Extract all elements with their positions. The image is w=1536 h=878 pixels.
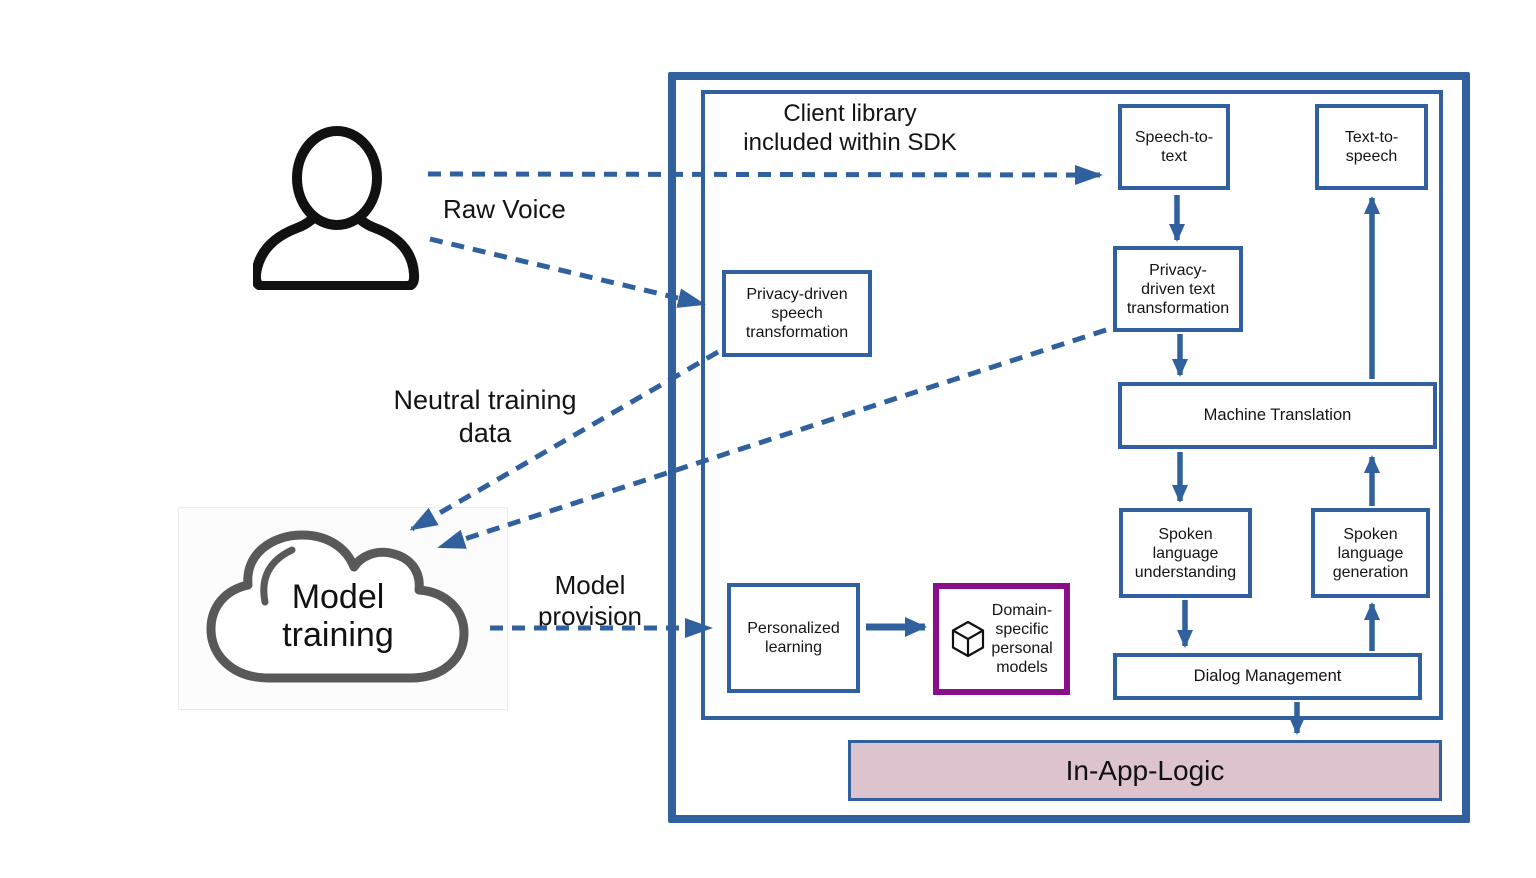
person-head xyxy=(292,126,382,230)
node-spoken-language-generation: Spoken language generation xyxy=(1311,508,1430,598)
client-library-label: Client library included within SDK xyxy=(743,100,957,156)
node-in-app-logic: In-App-Logic xyxy=(848,740,1442,801)
node-in-app-logic-label: In-App-Logic xyxy=(1065,755,1225,786)
cloud-icon xyxy=(206,530,469,683)
node-speech-to-text: Speech-to- text xyxy=(1118,104,1230,190)
node-text-to-speech-label: Text-to- speech xyxy=(1344,129,1399,165)
node-privacy-text-transformation: Privacy- driven text transformation xyxy=(1113,246,1243,332)
node-spoken-language-understanding: Spoken language understanding xyxy=(1119,508,1252,598)
node-privacy-text-transformation-label: Privacy- driven text transformation xyxy=(1126,261,1230,317)
node-spoken-language-understanding-label: Spoken language understanding xyxy=(1134,525,1237,581)
node-dialog-management: Dialog Management xyxy=(1113,653,1422,700)
cloud-highlight-arc xyxy=(260,546,296,606)
cube-icon xyxy=(952,620,985,658)
node-domain-specific-personal-models: Domain- specific personal models xyxy=(933,583,1070,695)
node-personalized-learning: Personalized learning xyxy=(727,583,860,693)
node-privacy-speech-transformation: Privacy-driven speech transformation xyxy=(722,270,872,357)
node-machine-translation: Machine Translation xyxy=(1118,382,1437,449)
cloud-outline xyxy=(206,530,469,683)
node-text-to-speech: Text-to- speech xyxy=(1315,104,1428,190)
node-domain-specific-personal-models-label: Domain- specific personal models xyxy=(991,602,1053,676)
model-training-label: Model training xyxy=(282,578,394,654)
model-provision-label: Model provision xyxy=(537,570,643,631)
node-spoken-language-generation-label: Spoken language generation xyxy=(1332,525,1409,581)
node-personalized-learning-label: Personalized learning xyxy=(747,620,840,656)
node-machine-translation-label: Machine Translation xyxy=(1203,406,1352,424)
node-privacy-speech-transformation-label: Privacy-driven speech transformation xyxy=(745,286,849,341)
person-icon xyxy=(253,126,420,290)
neutral-training-data-label: Neutral training data xyxy=(393,385,577,448)
node-speech-to-text-label: Speech-to- text xyxy=(1134,129,1214,165)
arrow-raw-voice-to-privacy-speech xyxy=(429,236,706,308)
raw-voice-label: Raw Voice xyxy=(443,194,566,224)
node-dialog-management-label: Dialog Management xyxy=(1193,667,1342,685)
